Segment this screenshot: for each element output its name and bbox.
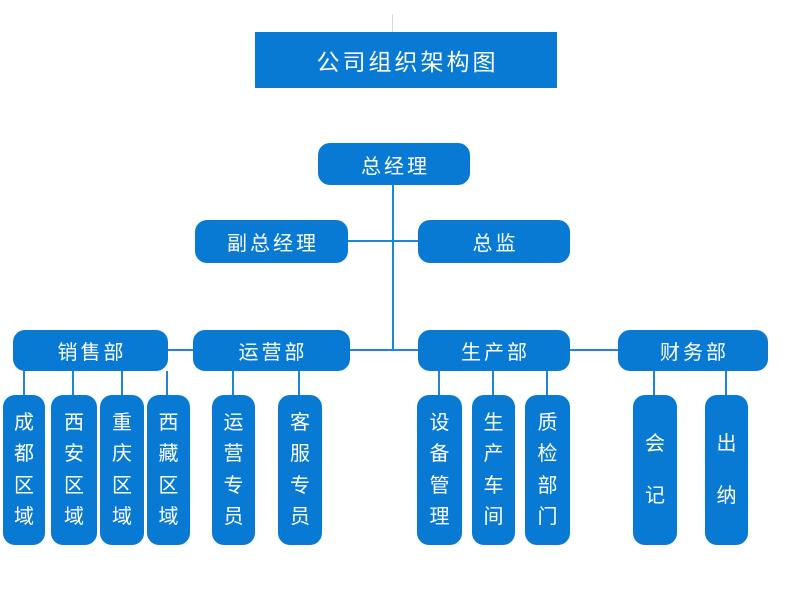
node-region-tibet: 西藏区域	[147, 395, 190, 545]
node-customer-service-specialist: 客服专员	[278, 395, 322, 545]
connector-drop-chengdu	[23, 371, 25, 395]
connector-drop-quality	[546, 371, 548, 395]
node-dept-sales: 销售部	[13, 330, 168, 371]
node-region-chongqing: 重庆区域	[100, 395, 144, 545]
chart-title: 公司组织架构图	[255, 32, 557, 88]
node-region-chengdu: 成都区域	[3, 395, 45, 545]
connector-departments-horizontal	[168, 349, 618, 351]
connector-drop-accountant	[653, 371, 655, 395]
node-production-workshop: 生产车间	[472, 395, 515, 545]
node-dept-production: 生产部	[418, 330, 570, 371]
top-tick-line	[392, 14, 393, 32]
node-dept-operations: 运营部	[193, 330, 350, 371]
node-cashier: 出纳	[705, 395, 748, 545]
connector-drop-xian	[72, 371, 74, 395]
connector-drop-chongqing	[121, 371, 123, 395]
node-dept-finance: 财务部	[618, 330, 768, 371]
node-equipment-management: 设备管理	[417, 395, 462, 545]
node-deputy-general-manager: 副总经理	[195, 220, 348, 263]
connector-drop-operations-specialist	[232, 371, 234, 395]
node-director: 总监	[418, 220, 570, 263]
node-accountant: 会记	[633, 395, 677, 545]
node-quality-inspection: 质检部门	[525, 395, 570, 545]
connector-drop-cashier	[725, 371, 727, 395]
connector-drop-workshop	[492, 371, 494, 395]
connector-drop-customer-service	[298, 371, 300, 395]
node-general-manager: 总经理	[318, 143, 470, 185]
node-region-xian: 西安区域	[51, 395, 97, 545]
connector-drop-tibet	[166, 371, 168, 395]
connector-level2-horizontal	[348, 240, 418, 242]
connector-root-trunk	[392, 185, 394, 350]
node-operations-specialist: 运营专员	[212, 395, 255, 545]
connector-drop-equipment	[438, 371, 440, 395]
